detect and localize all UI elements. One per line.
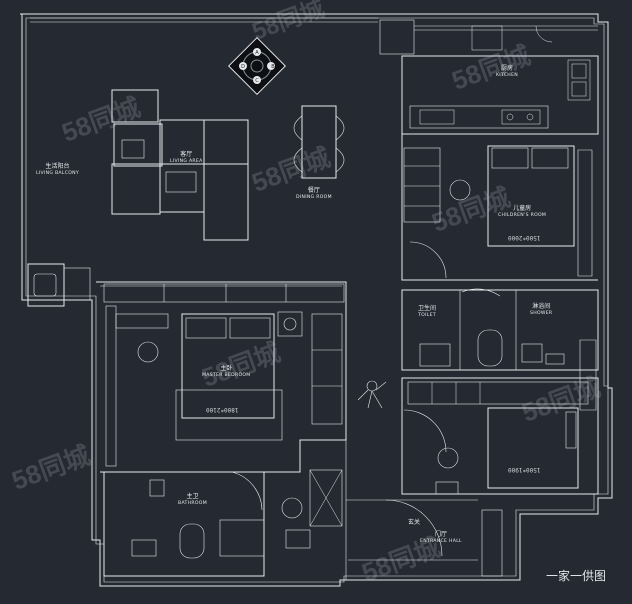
bed-dim-children: 1500*2000 <box>508 234 541 241</box>
bed-dim-master: 1800*2100 <box>206 406 239 413</box>
room-cn: 生活阳台 <box>45 163 70 170</box>
room-cn: 厨房 <box>501 65 514 72</box>
room-en: TOILET <box>418 312 436 318</box>
label-entrance-hall: 门厅 ENTRANCE HALL <box>420 531 462 544</box>
room-en: LIVING BALCONY <box>36 170 79 176</box>
room-en: DINING ROOM <box>296 194 332 200</box>
label-bathroom: 主卫 BATHROOM <box>178 493 207 506</box>
room-cn: 主卫 <box>186 493 199 500</box>
guest-room-walls <box>401 377 599 495</box>
label-childrens-room: 儿童房 CHILDREN'S ROOM <box>498 205 547 218</box>
bed-dim-guest: 1500*1900 <box>508 466 541 473</box>
master-bedroom-walls <box>96 281 347 473</box>
room-cn: 门厅 <box>434 531 447 538</box>
room-en: CHILDREN'S ROOM <box>498 212 547 218</box>
room-en: BATHROOM <box>178 500 207 506</box>
dining-table <box>301 105 337 179</box>
compass-letter-b: B <box>271 64 275 70</box>
room-cn: 客厅 <box>180 151 193 158</box>
label-entry-note: 玄关 <box>408 519 421 527</box>
room-en: SHOWER <box>530 310 553 316</box>
compass-icon: A B C D <box>228 37 286 95</box>
master-bed <box>181 313 275 419</box>
label-master-bedroom: 主卧 MASTER BEDROOM <box>202 365 251 378</box>
outer-wall-inner <box>25 17 609 583</box>
room-cn: 卫生间 <box>418 305 437 312</box>
room-en: ENTRANCE HALL <box>420 538 462 544</box>
compass-letter-d: D <box>241 64 245 70</box>
label-living-area: 客厅 LIVING AREA <box>170 151 203 164</box>
label-toilet: 卫生间 TOILET <box>418 305 437 318</box>
compass-letter-c: C <box>255 78 259 84</box>
children-bed <box>487 145 575 247</box>
room-en: LIVING AREA <box>170 158 203 164</box>
label-dining-room: 餐厅 DINING ROOM <box>296 187 332 200</box>
room-en: KITCHEN <box>496 72 519 78</box>
room-cn: 淋浴间 <box>532 303 551 310</box>
room-cn: 儿童房 <box>513 205 532 212</box>
sofa <box>113 123 163 167</box>
label-living-balcony: 生活阳台 LIVING BALCONY <box>36 163 79 176</box>
guest-bed <box>487 407 579 489</box>
room-cn: 玄关 <box>408 519 421 526</box>
room-en: MASTER BEDROOM <box>202 372 251 378</box>
master-bath <box>103 471 265 577</box>
children-room-walls <box>401 134 598 281</box>
compass-letter-a: A <box>255 50 259 56</box>
room-cn: 主卧 <box>220 365 233 372</box>
room-cn: 餐厅 <box>307 187 320 194</box>
image-credit: 一家一供图 <box>545 569 606 583</box>
outer-wall <box>20 13 613 587</box>
label-kitchen: 厨房 KITCHEN <box>496 65 519 78</box>
label-shower: 淋浴间 SHOWER <box>530 303 553 316</box>
person-figure <box>357 380 387 409</box>
